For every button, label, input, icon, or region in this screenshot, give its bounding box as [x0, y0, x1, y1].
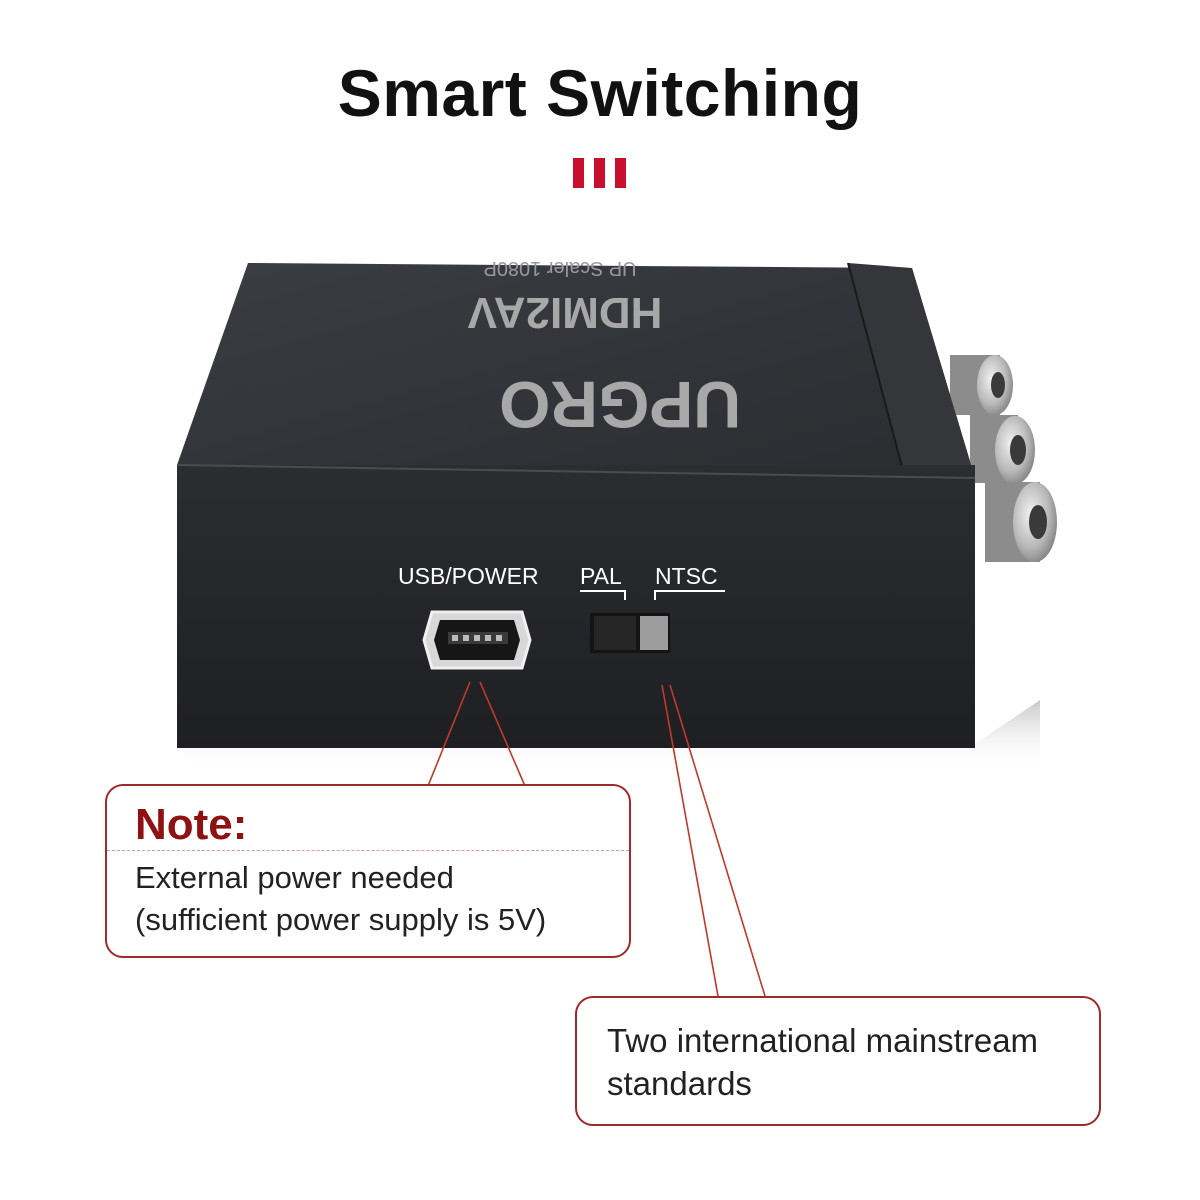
accent-bar [615, 158, 626, 188]
note-heading: Note: [135, 800, 248, 849]
standards-text-line: standards [607, 1065, 752, 1102]
note-text-line: (sufficient power supply is 5V) [135, 902, 547, 937]
device-shadow [182, 700, 1040, 770]
rca-connector [950, 355, 1013, 415]
note-callout: Note: External power needed (sufficient … [105, 784, 631, 958]
pal-ntsc-switch [590, 613, 670, 653]
rca-connector [970, 415, 1035, 484]
device-front-face [177, 465, 975, 748]
ntsc-label: NTSC [655, 563, 718, 589]
accent-bar [594, 158, 605, 188]
pal-label: PAL [580, 563, 622, 589]
device-top-print: UPGRO HDMI2AV UP Scaler 1080P [467, 257, 741, 442]
accent-bars [570, 158, 630, 188]
standards-text-line: Two international mainstream [607, 1022, 1039, 1059]
standards-callout: Two international mainstream standards [575, 996, 1101, 1126]
device-top-panel [848, 263, 975, 478]
usb-power-label: USB/POWER [398, 563, 539, 589]
leader-line [479, 681, 526, 787]
note-text-line: External power needed [135, 860, 454, 895]
leader-line [661, 684, 719, 997]
note-divider [107, 850, 629, 851]
leader-line [669, 684, 766, 997]
model-sub-text: UP Scaler 1080P [483, 257, 636, 279]
mini-usb-port [422, 610, 532, 670]
page-title: Smart Switching [337, 56, 863, 130]
model-text: HDMI2AV [467, 288, 662, 337]
rca-connector [985, 482, 1057, 562]
leader-line [427, 681, 471, 787]
device-top-face [177, 263, 975, 478]
accent-bar [573, 158, 584, 188]
brand-text: UPGRO [499, 368, 741, 442]
